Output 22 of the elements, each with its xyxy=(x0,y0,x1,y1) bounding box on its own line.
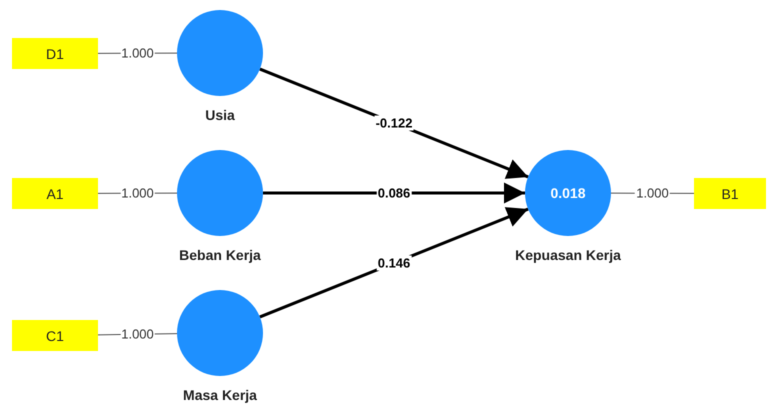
indicator-box xyxy=(694,178,766,209)
indicator-box xyxy=(12,178,98,209)
construct-name: Beban Kerja xyxy=(179,247,261,263)
edge-label: 1.000 xyxy=(635,186,670,201)
edge-label: 0.146 xyxy=(376,256,412,270)
arrow xyxy=(259,68,529,179)
indicator-label: A1 xyxy=(46,186,64,202)
indicator-label: C1 xyxy=(46,328,64,344)
arrow xyxy=(259,207,529,318)
r-square-value: 0.018 xyxy=(550,185,586,201)
construct-name: Kepuasan Kerja xyxy=(515,247,621,263)
indicator-label: D1 xyxy=(46,46,64,62)
construct-name: Usia xyxy=(205,107,235,123)
edge-label: 1.000 xyxy=(120,46,155,61)
indicator-label: B1 xyxy=(721,186,739,202)
indicator-box xyxy=(12,38,98,69)
construct-name: Masa Kerja xyxy=(183,387,257,403)
edge-label: 1.000 xyxy=(120,326,155,342)
edge-label: 0.086 xyxy=(376,186,412,200)
edge-label: 1.000 xyxy=(120,186,155,201)
indicator-box xyxy=(12,320,98,351)
edge-label: -0.122 xyxy=(374,116,414,130)
